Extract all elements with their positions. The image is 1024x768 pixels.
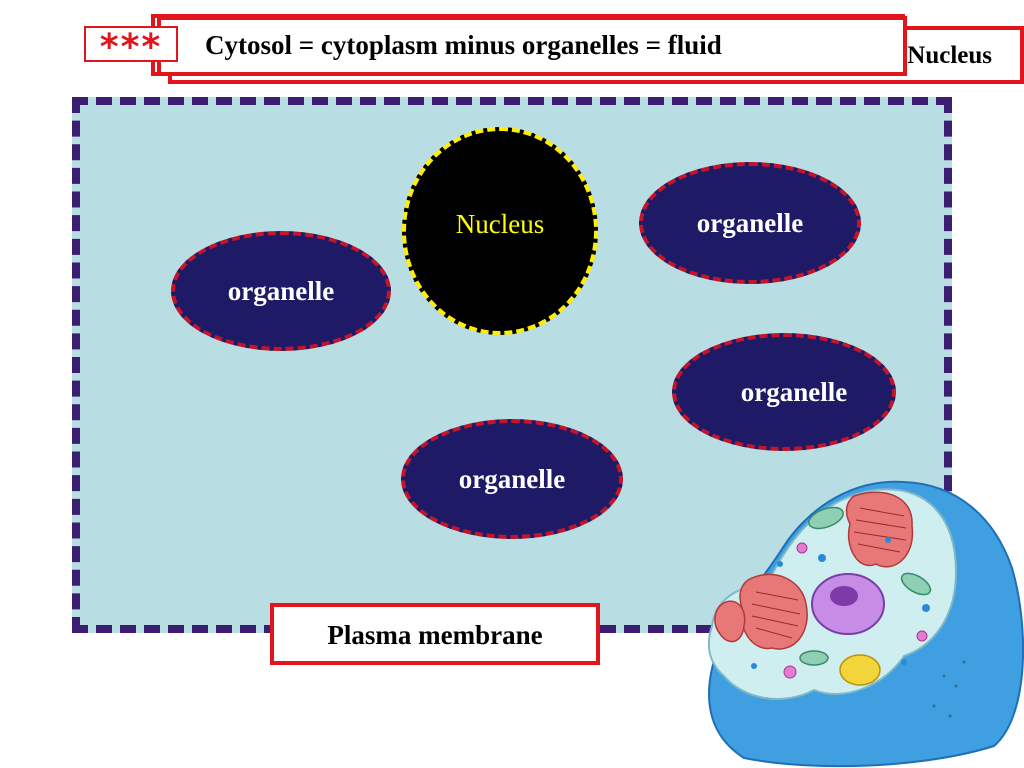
animal-cell-illustration (707, 480, 1024, 768)
nucleus-title-text: Nucleus (907, 42, 992, 69)
organelle-label: organelle (740, 376, 848, 407)
plasma-membrane-label-box: Plasma membrane (270, 603, 600, 665)
nucleus: Nucleus (402, 127, 598, 335)
organelle-1: organelle (171, 231, 391, 351)
organelle-label: organelle (696, 207, 804, 238)
star-marker-text: *** (99, 27, 163, 62)
organelle-label: organelle (227, 275, 335, 306)
nucleus-label: Nucleus (455, 209, 545, 239)
organelle-4: organelle (401, 419, 623, 539)
organelle-3: organelle (672, 333, 896, 451)
star-marker: *** (84, 26, 178, 62)
title-box: Cytosol = cytoplasm minus organelles = f… (157, 16, 907, 76)
page-title: Cytosol = cytoplasm minus organelles = f… (205, 30, 722, 60)
organelle-2: organelle (639, 162, 861, 284)
organelle-label: organelle (458, 463, 566, 494)
plasma-membrane-label: Plasma membrane (327, 620, 543, 650)
